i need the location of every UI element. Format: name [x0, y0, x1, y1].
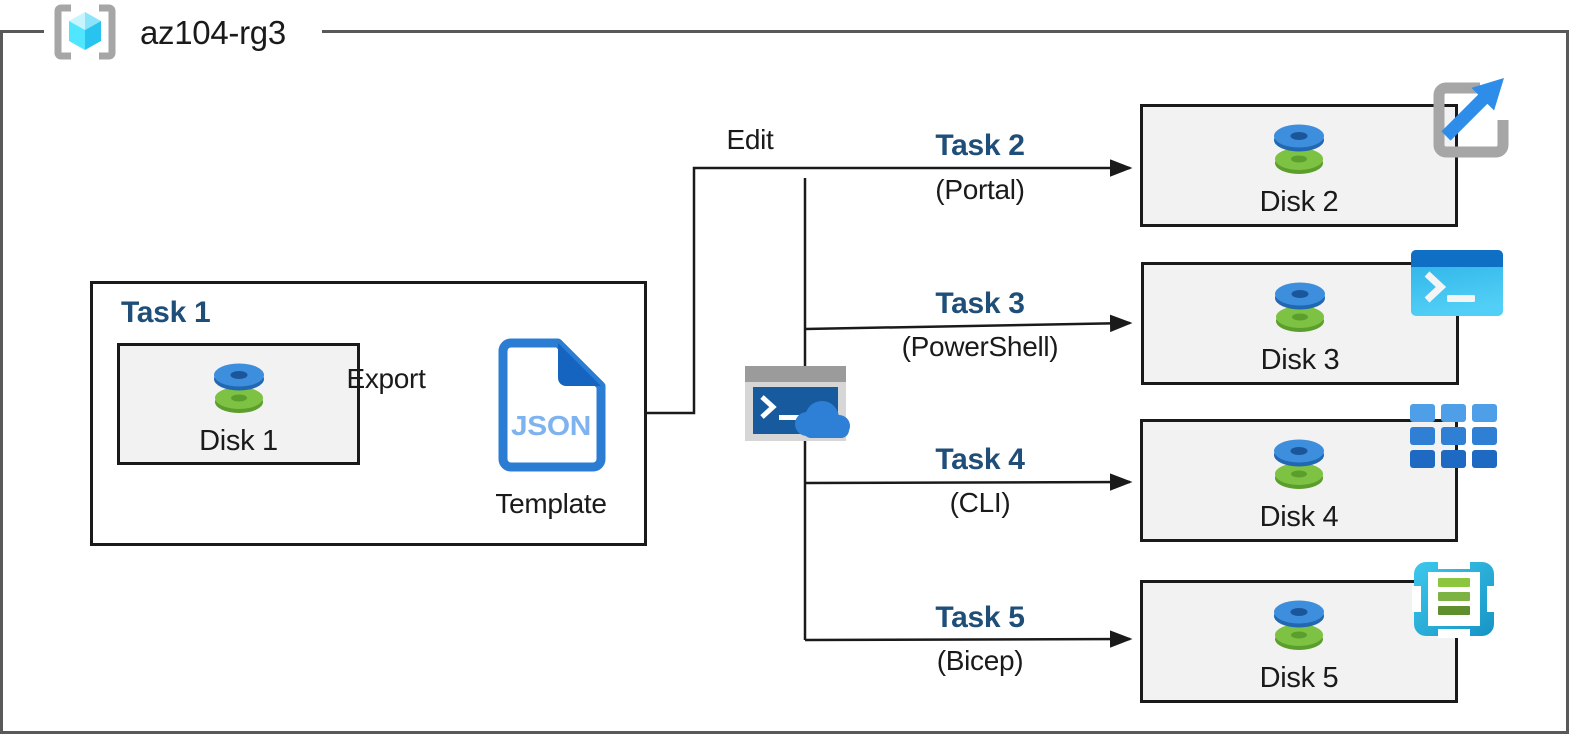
disk2-box: Disk 2 — [1140, 104, 1458, 227]
disk2-label: Disk 2 — [1259, 186, 1339, 218]
disk-icon — [1266, 121, 1332, 182]
task5-method: (Bicep) — [936, 645, 1024, 676]
task3-label: Task 3 — [935, 287, 1025, 320]
disk5-box: Disk 5 — [1140, 580, 1458, 703]
cloud-shell-icon — [745, 366, 850, 441]
json-file-icon: JSON — [498, 338, 606, 472]
disk-icon — [1266, 597, 1332, 658]
disk3-label: Disk 3 — [1260, 344, 1340, 376]
task3-method: (PowerShell) — [901, 331, 1059, 362]
task4-method: (CLI) — [949, 487, 1011, 518]
disk-icon — [1266, 436, 1332, 497]
json-file-type: JSON — [511, 410, 591, 441]
disk1-box: Disk 1 — [117, 343, 360, 465]
task5-label: Task 5 — [935, 601, 1025, 634]
edit-label: Edit — [726, 124, 774, 155]
export-label: Export — [346, 363, 426, 394]
task1-title: Task 1 — [121, 296, 211, 329]
azure-portal-icon — [1433, 78, 1509, 158]
disk5-label: Disk 5 — [1259, 662, 1339, 694]
frame-border-gap — [44, 28, 322, 37]
disk1-label: Disk 1 — [199, 425, 278, 457]
disk-icon — [206, 360, 272, 421]
template-label: Template — [495, 488, 607, 519]
powershell-icon — [1411, 250, 1503, 316]
resource-group-icon — [54, 4, 116, 60]
resource-group-name: az104-rg3 — [140, 14, 286, 51]
azure-cli-icon — [1410, 404, 1497, 468]
disk-icon — [1267, 279, 1333, 340]
bicep-template-icon — [1412, 560, 1496, 638]
task2-label: Task 2 — [935, 129, 1025, 162]
task4-label: Task 4 — [935, 443, 1025, 476]
task2-method: (Portal) — [935, 174, 1025, 205]
disk4-label: Disk 4 — [1259, 501, 1339, 533]
resource-group-frame — [0, 30, 1569, 734]
disk4-box: Disk 4 — [1140, 419, 1458, 542]
disk3-box: Disk 3 — [1141, 262, 1459, 385]
